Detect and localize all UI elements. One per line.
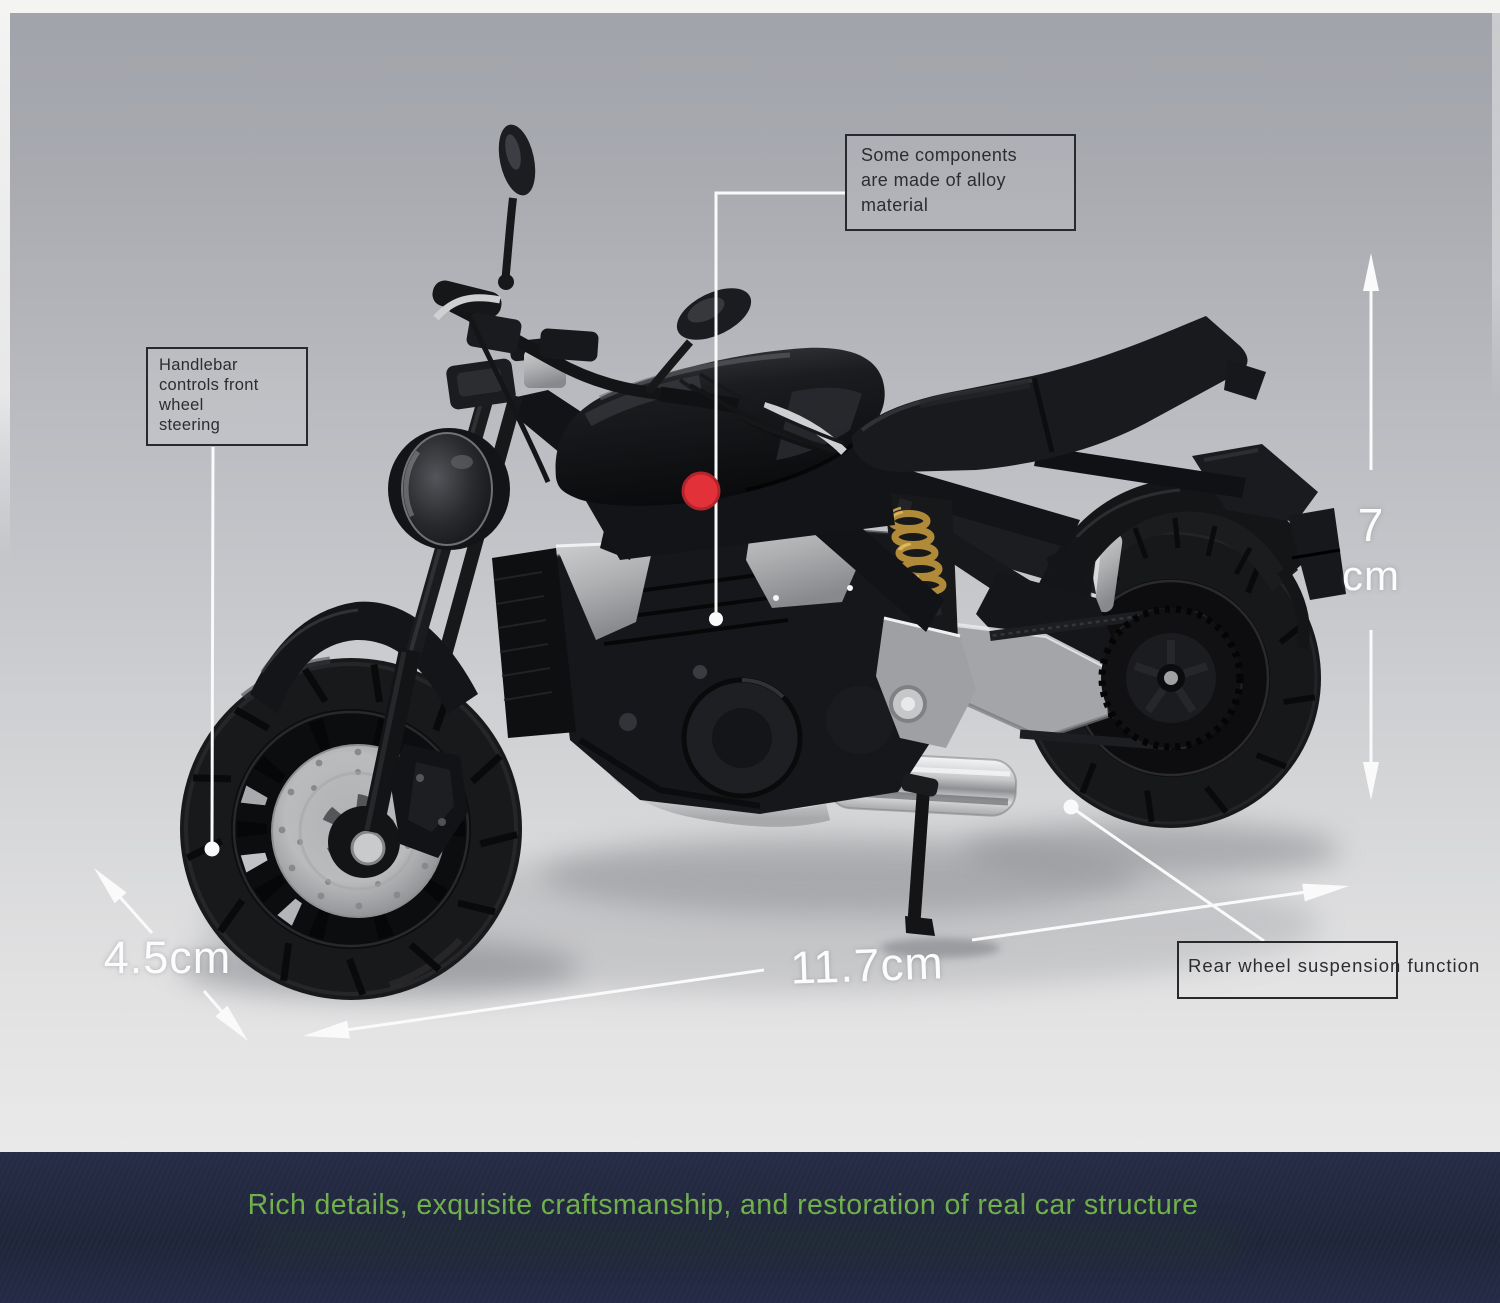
arrowhead-right-icon: [1302, 883, 1349, 902]
footpeg-bracket: [876, 616, 976, 748]
rear-leader-line: [1070, 805, 1265, 943]
kickstand: [901, 773, 939, 936]
banner-watermark: [255, 1226, 1240, 1260]
arrowhead-left-icon: [303, 1020, 350, 1039]
alloy-endpoint-dot: [709, 612, 723, 626]
arrowhead-upleft-icon: [94, 868, 127, 904]
left-mirror: [498, 124, 536, 290]
gauge-cluster: [446, 358, 516, 410]
height-dimension-unit: cm: [1342, 552, 1400, 599]
seat-tail: [851, 316, 1266, 472]
arrowhead-up-icon: [1363, 253, 1379, 291]
callout-rear-suspension: Rear wheel suspension function: [1177, 941, 1479, 999]
length-dimension-arrow: [345, 890, 1307, 1032]
arrowhead-downright-icon: [215, 1005, 248, 1041]
chain-and-sprocket: [989, 605, 1244, 751]
annotation-graphics: [117, 191, 1373, 1032]
wheel-dimension-arrow: [117, 895, 226, 1015]
annotation-markers: [94, 253, 1379, 1041]
engine: [547, 522, 958, 814]
callout-handlebar-steering: Handlebar controls front wheel steering: [146, 347, 308, 446]
left-strip: [0, 0, 10, 560]
top-strip: [0, 0, 1500, 13]
callout-alloy-material: Some components are made of alloy materi…: [845, 134, 1076, 231]
rear-endpoint-dot: [1063, 799, 1079, 815]
alloy-target-dot: [681, 471, 721, 511]
right-strip: [1492, 0, 1500, 400]
motorcycle-illustration: [547, 444, 1346, 828]
bottom-banner: Rich details, exquisite craftsmanship, a…: [0, 1152, 1500, 1303]
swingarm: [930, 572, 1122, 741]
alloy-leader-line: [714, 191, 845, 612]
rear-fender: [1036, 444, 1346, 650]
arrowhead-down-icon: [1363, 762, 1379, 800]
height-dimension-value: 7: [1357, 499, 1385, 551]
headlight: [388, 428, 510, 550]
handlebar-leader-line: [210, 446, 215, 843]
length-dimension-label: 11.7cm: [789, 936, 945, 994]
radiator: [492, 548, 576, 738]
wheel-dimension-label: 4.5cm: [103, 932, 232, 983]
handlebar-endpoint-dot: [204, 841, 220, 857]
handlebar: [432, 280, 847, 483]
banner-text: Rich details, exquisite craftsmanship, a…: [247, 1189, 1199, 1221]
